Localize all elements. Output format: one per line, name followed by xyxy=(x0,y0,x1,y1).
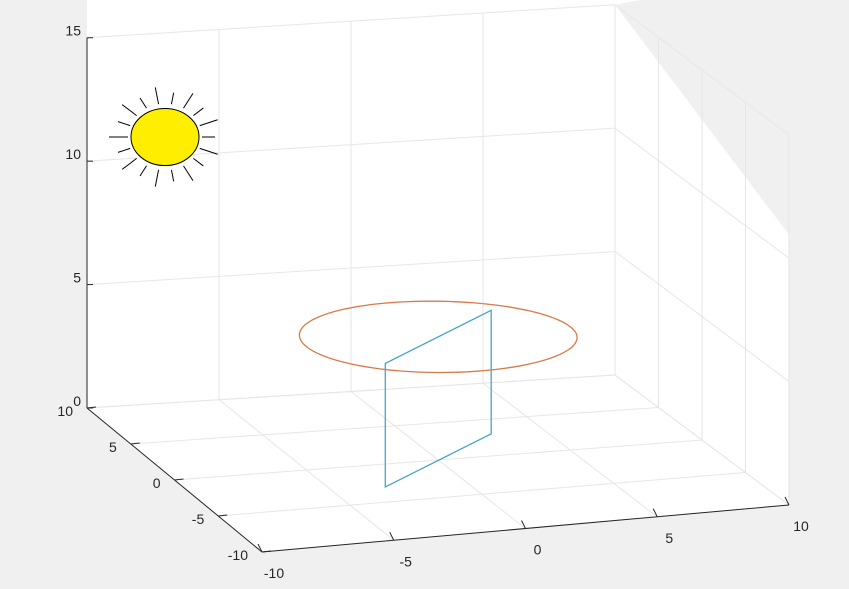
x-tick-label: -10 xyxy=(264,565,284,581)
grid-line xyxy=(86,4,616,39)
x-tick xyxy=(521,520,526,529)
z-tick-label: 15 xyxy=(65,23,81,39)
sun-ray xyxy=(117,121,131,127)
top-pane xyxy=(87,0,640,552)
x-tick-label: -5 xyxy=(400,553,413,569)
grid-line xyxy=(86,374,616,409)
x-tick xyxy=(389,532,395,541)
y-tick-label: 10 xyxy=(57,403,73,419)
z-tick-label: 5 xyxy=(73,270,81,286)
sun-ray xyxy=(154,169,160,187)
grid-line xyxy=(614,251,790,382)
x-tick-label: 0 xyxy=(534,542,542,558)
z-tick-label: 10 xyxy=(65,146,81,162)
sun-icon xyxy=(130,107,200,167)
sun-ray xyxy=(154,87,160,105)
sun-ray xyxy=(183,165,194,181)
y-tick-label: 0 xyxy=(153,475,161,491)
sun-ray xyxy=(199,147,218,155)
grid-line xyxy=(614,127,790,259)
x-tick-label: 5 xyxy=(665,530,673,546)
x-tick xyxy=(257,543,263,553)
y-tick xyxy=(130,442,140,445)
circle-series xyxy=(298,300,578,374)
grid-line xyxy=(614,374,790,506)
y-tick-label: 5 xyxy=(109,439,117,455)
y-tick xyxy=(174,478,184,481)
x-tick xyxy=(784,496,790,506)
sun-ray xyxy=(183,93,194,109)
sun-ray xyxy=(121,158,137,170)
sun-ray xyxy=(121,104,137,116)
sun-ray xyxy=(193,158,204,167)
sun-ray xyxy=(139,165,147,177)
y-tick-label: -10 xyxy=(228,547,248,563)
y-tick xyxy=(261,550,272,553)
sun-ray xyxy=(199,119,218,127)
grid-line xyxy=(130,407,659,445)
sun-ray xyxy=(117,147,131,153)
x-tick xyxy=(652,508,658,517)
grid-line xyxy=(86,251,616,286)
grid-line xyxy=(614,4,790,136)
x-tick-label: 10 xyxy=(793,518,809,534)
z-tick-label: 0 xyxy=(73,393,81,409)
sun-ray xyxy=(139,97,147,109)
sun-ray xyxy=(170,169,175,182)
y-tick xyxy=(218,514,228,517)
grid-line xyxy=(482,382,658,518)
y-tick xyxy=(86,406,97,409)
sun-ray xyxy=(170,92,175,105)
sun-ray xyxy=(193,107,204,116)
rectangle-series xyxy=(384,309,492,488)
y-tick-label: -5 xyxy=(192,511,205,527)
